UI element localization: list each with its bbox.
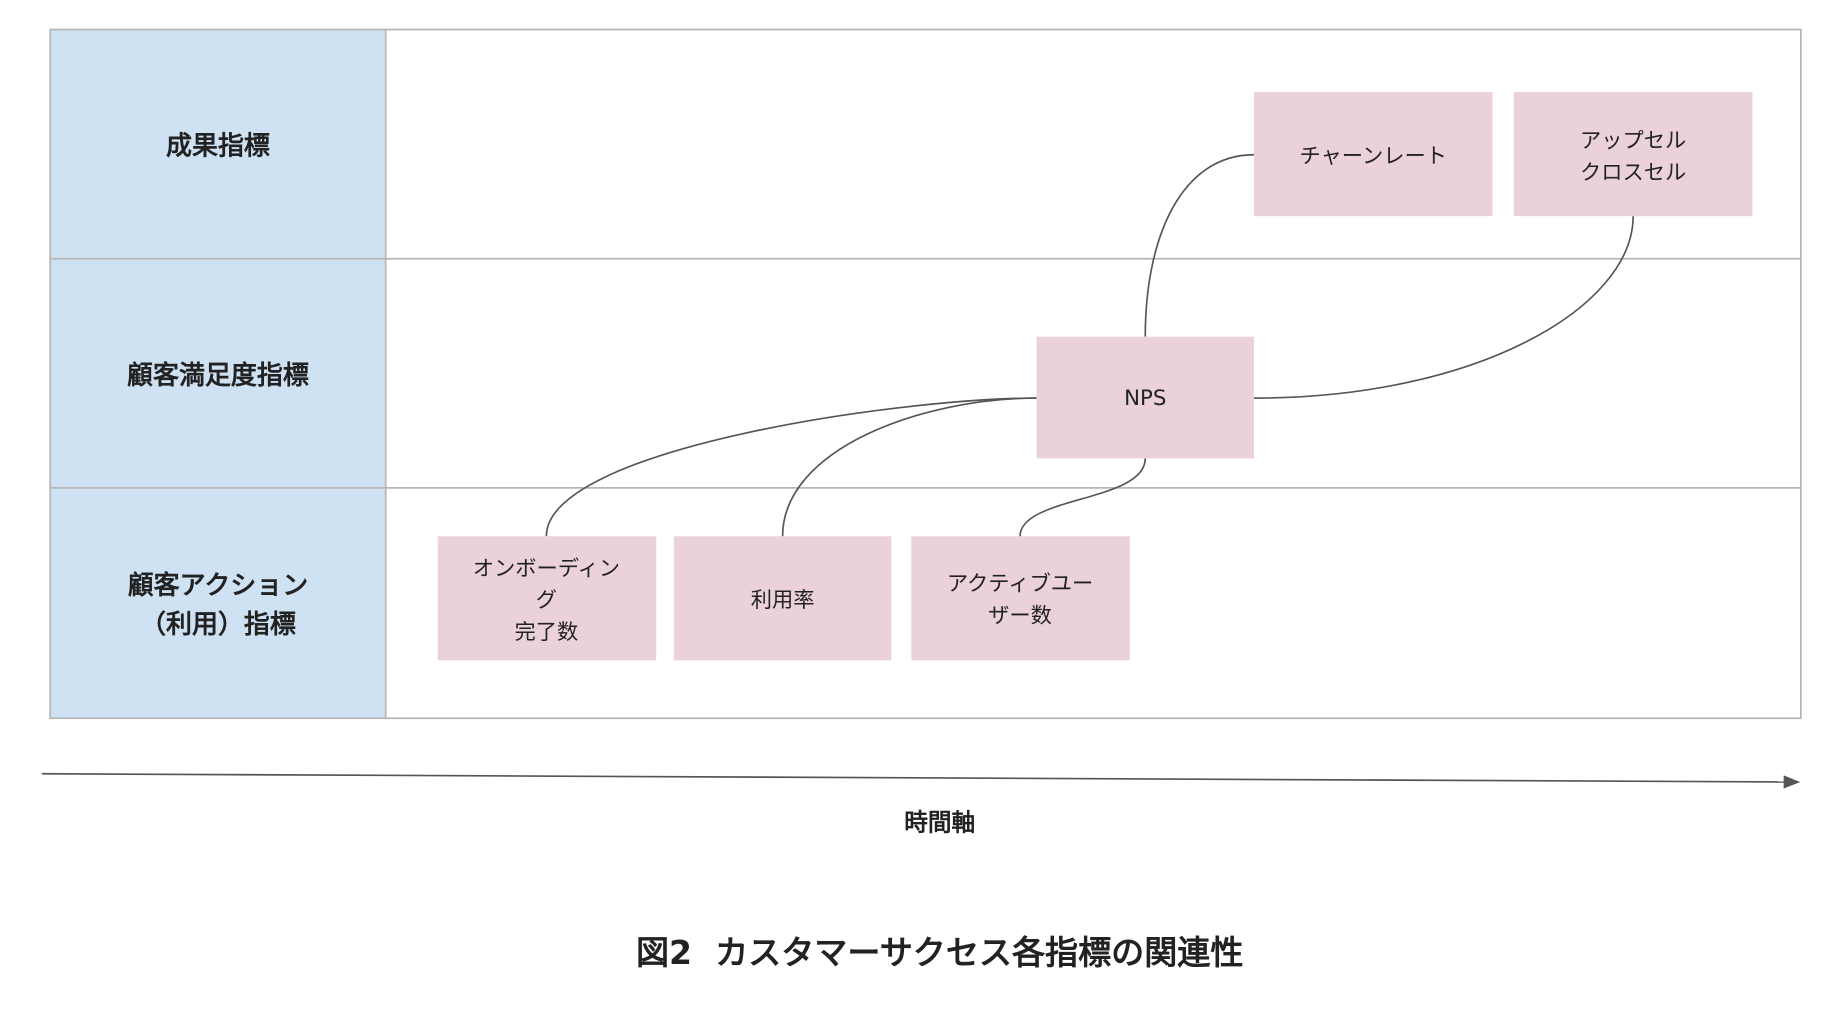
metric-usage: 利用率	[673, 536, 892, 661]
row-label-action: （利用）指標	[140, 610, 296, 640]
connector-nps-churn	[1144, 153, 1254, 337]
metric-label: オンボーディン	[473, 556, 620, 581]
metric-label: チャーンレート	[1300, 144, 1447, 169]
row-label-outcome: 成果指標	[166, 132, 270, 162]
metric-label: アップセル	[1580, 129, 1686, 154]
metric-label: グ	[536, 588, 557, 613]
metric-label: 完了数	[514, 620, 578, 645]
metric-nps: NPS	[1036, 336, 1254, 459]
connector-active-nps	[1019, 458, 1147, 537]
connector-nps-upsell	[1253, 216, 1634, 399]
metric-onboarding: オンボーディン グ 完了数	[437, 536, 657, 661]
row-label-satisfaction: 顧客満足度指標	[127, 360, 309, 391]
time-axis-arrow	[41, 772, 1801, 789]
metric-active-users: アクティブユー ザー数	[911, 536, 1130, 661]
category-column	[50, 29, 386, 719]
row-label-action: 顧客アクション	[128, 570, 308, 601]
metric-label: アクティブユー	[947, 572, 1093, 597]
metric-label: NPS	[1124, 386, 1166, 411]
time-axis-label: 時間軸	[904, 808, 975, 836]
metric-churn: チャーンレート	[1253, 92, 1493, 217]
metric-label: 利用率	[751, 588, 815, 613]
metric-label: ザー数	[988, 604, 1052, 629]
diagram-frame	[49, 28, 1802, 720]
metric-label: クロスセル	[1580, 161, 1686, 186]
connector-onboarding-nps	[545, 397, 1037, 537]
metric-upsell: アップセル クロスセル	[1513, 92, 1753, 217]
figure-caption: 図2 カスタマーサクセス各指標の関連性	[636, 933, 1243, 972]
connector-usage-nps	[781, 397, 1037, 537]
